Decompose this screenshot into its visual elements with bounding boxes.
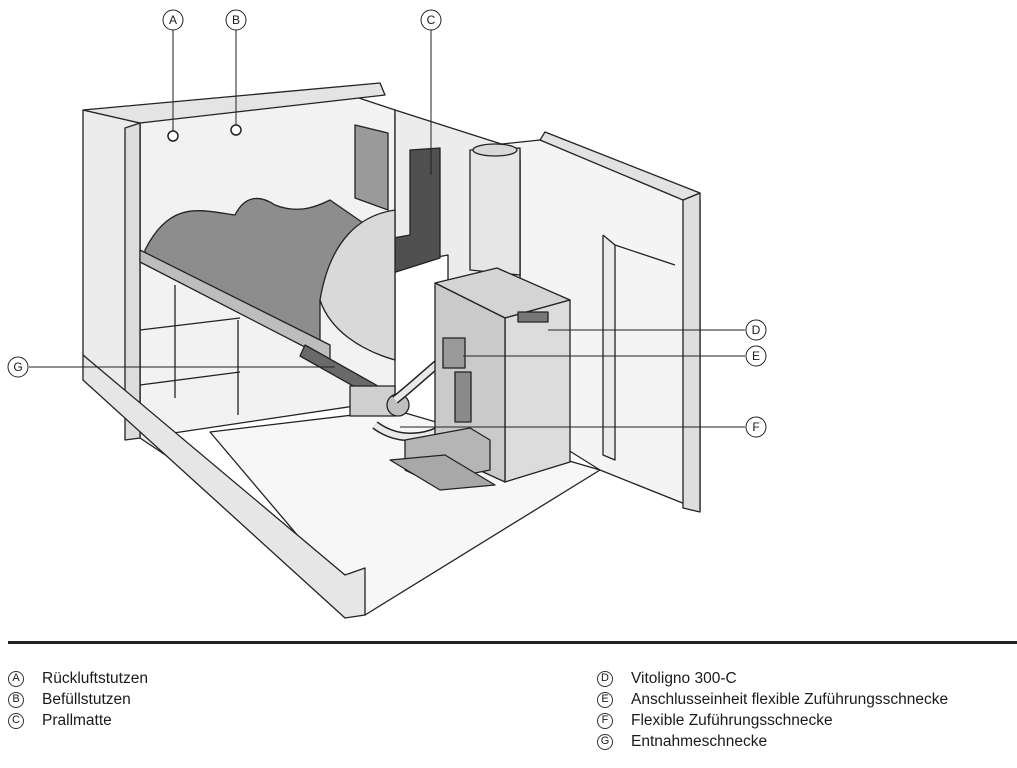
door-frame xyxy=(602,234,616,461)
marker-a: A xyxy=(169,13,177,27)
legend-item-d: D Vitoligno 300-C xyxy=(597,668,948,689)
left-wall-edge xyxy=(124,122,141,441)
right-wall-top xyxy=(539,131,701,201)
window xyxy=(354,124,389,211)
sloped-bag-floor xyxy=(144,197,396,346)
legend-item-f: F Flexible Zuführungsschnecke xyxy=(597,710,948,731)
marker-f-circle xyxy=(745,416,767,438)
legend-item-b: B Befüllstutzen xyxy=(8,689,148,710)
front-slab xyxy=(82,354,366,619)
connection-unit xyxy=(442,337,466,369)
legend-item-g: G Entnahmeschnecke xyxy=(597,731,948,752)
legend-text-c: Prallmatte xyxy=(42,711,112,729)
legend-item-c: C Prallmatte xyxy=(8,710,148,731)
marker-a-circle xyxy=(162,9,184,31)
legend-key-f: F xyxy=(597,712,613,729)
marker-b-circle xyxy=(225,9,247,31)
legend-key-c: C xyxy=(8,712,24,729)
legend-text-g: Entnahmeschnecke xyxy=(631,732,768,750)
base-plate xyxy=(389,454,496,491)
legend-key-g: G xyxy=(597,733,613,750)
marker-e-circle xyxy=(745,345,767,367)
legend-key-a: A xyxy=(8,670,24,687)
marker-f: F xyxy=(752,420,759,434)
legend-key-b: B xyxy=(8,691,24,708)
legend-text-f: Flexible Zuführungsschnecke xyxy=(631,711,833,729)
legend-right: D Vitoligno 300-C E Anschlusseinheit fle… xyxy=(597,668,948,752)
legend-key-d: D xyxy=(597,670,613,687)
marker-c: C xyxy=(427,13,436,27)
legend-key-e: E xyxy=(597,691,613,708)
chimney xyxy=(469,147,521,276)
marker-e: E xyxy=(752,349,760,363)
marker-g: G xyxy=(13,360,22,374)
legend-divider xyxy=(8,641,1017,644)
legend-text-e: Anschlusseinheit flexible Zuführungsschn… xyxy=(631,690,949,708)
right-wall xyxy=(682,192,701,513)
legend-text-b: Befüllstutzen xyxy=(42,690,131,708)
legend-text-d: Vitoligno 300-C xyxy=(631,669,737,687)
legend-text-a: Rückluftstutzen xyxy=(42,669,148,687)
boiler-front xyxy=(504,299,571,483)
marker-d: D xyxy=(752,323,761,337)
legend-item-a: A Rückluftstutzen xyxy=(8,668,148,689)
marker-c-circle xyxy=(420,9,442,31)
marker-b: B xyxy=(232,13,240,27)
marker-d-circle xyxy=(745,319,767,341)
left-wall-top xyxy=(82,82,386,124)
legend-item-e: E Anschlusseinheit flexible Zuführungssc… xyxy=(597,689,948,710)
legend-left: A Rückluftstutzen B Befüllstutzen C Pral… xyxy=(8,668,148,731)
marker-g-circle xyxy=(7,356,29,378)
storage-room-diagram: A B C D E F G xyxy=(7,9,767,619)
boiler-control-panel xyxy=(517,311,549,323)
